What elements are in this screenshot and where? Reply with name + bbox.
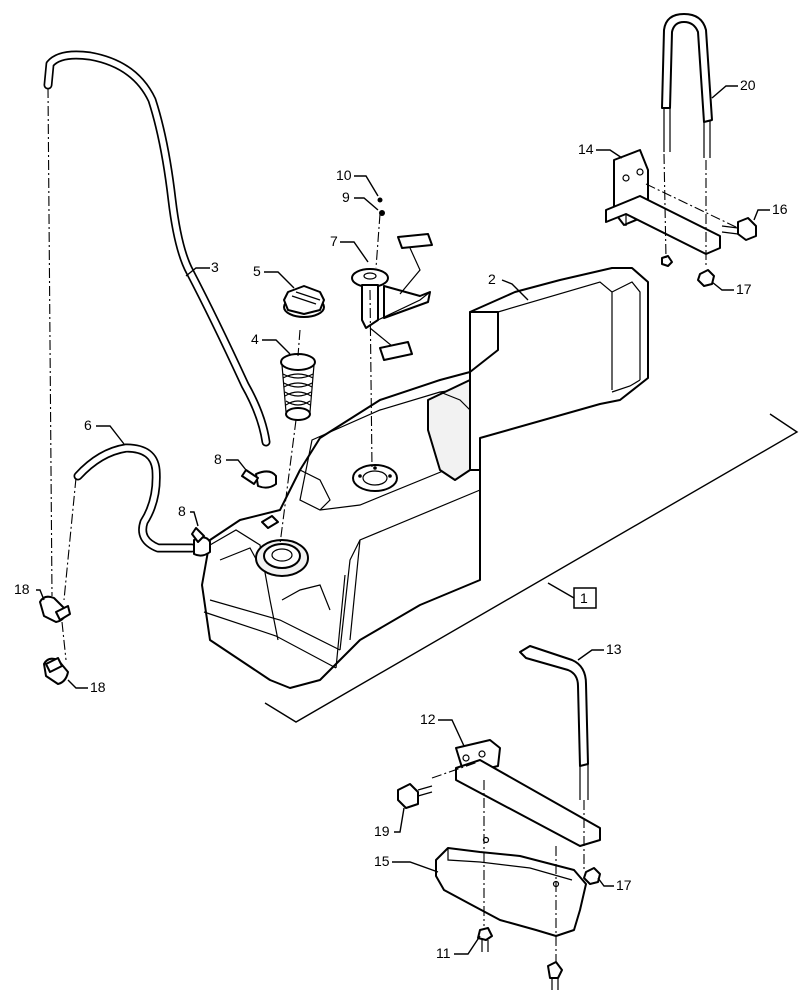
callout-vent-hose: 3 <box>211 259 219 275</box>
callout-fuel-cap: 5 <box>253 263 261 279</box>
tank-guard-plate <box>435 836 587 937</box>
callout-strainer: 4 <box>251 331 259 347</box>
callout-guard-plate: 15 <box>374 853 390 869</box>
filler-strainer <box>280 353 316 421</box>
callout-u-strap: 20 <box>740 77 756 93</box>
hose-clamp-upper <box>241 469 277 489</box>
vent-hose <box>43 50 271 447</box>
bolt-19 <box>397 783 433 809</box>
callout-clamp-lower: 8 <box>178 503 186 519</box>
elbow-fitting-upper <box>39 595 71 623</box>
callout-elbow-upper: 18 <box>14 581 30 597</box>
center-lines <box>47 87 739 962</box>
breather-hose <box>73 443 197 553</box>
elbow-fitting-lower <box>43 657 69 685</box>
assembly-label: 1 <box>580 590 588 606</box>
u-strap <box>661 13 713 158</box>
bolt-bottom <box>547 961 563 990</box>
bolt-11 <box>477 927 493 952</box>
callout-bolt-11: 11 <box>436 945 451 961</box>
mounting-bracket-upper <box>605 149 721 255</box>
callout-screw: 10 <box>336 167 352 183</box>
nut-17-upper <box>697 269 715 287</box>
callout-elbow-lower: 18 <box>90 679 106 695</box>
callout-clamp-upper: 8 <box>214 451 222 467</box>
callout-strap-lower: 13 <box>606 641 622 657</box>
sender-port <box>352 464 398 492</box>
mounting-strap-lower <box>519 645 589 800</box>
hose-clamp-lower <box>191 527 211 557</box>
callout-bracket-upper: 14 <box>578 141 594 157</box>
assembly-label-box <box>573 587 597 609</box>
fuel-cap <box>283 285 325 318</box>
callout-nut-upper: 17 <box>736 281 752 297</box>
nut-17-small <box>661 255 673 267</box>
callouts: 2 3 4 5 6 7 8 8 9 10 11 12 13 14 15 16 1… <box>14 77 788 961</box>
screw-10 <box>377 197 383 203</box>
callout-o-ring: 9 <box>342 189 350 205</box>
mounting-bracket-lower <box>455 739 601 847</box>
callout-breather-hose: 6 <box>84 417 92 433</box>
callout-nut-lower: 17 <box>616 877 632 893</box>
callout-bolt-16: 16 <box>772 201 788 217</box>
assembly-outline: 1 <box>264 413 799 723</box>
callout-bracket-lower: 12 <box>420 711 436 727</box>
bolt-16 <box>721 217 757 241</box>
nut-17-lower <box>583 867 601 885</box>
callout-bolt-19: 19 <box>374 823 390 839</box>
fuel-tank <box>201 267 649 689</box>
leader-lines <box>36 85 770 955</box>
callout-tank: 2 <box>488 271 496 287</box>
fuel-level-sender <box>351 233 433 361</box>
callout-sender: 7 <box>330 233 338 249</box>
